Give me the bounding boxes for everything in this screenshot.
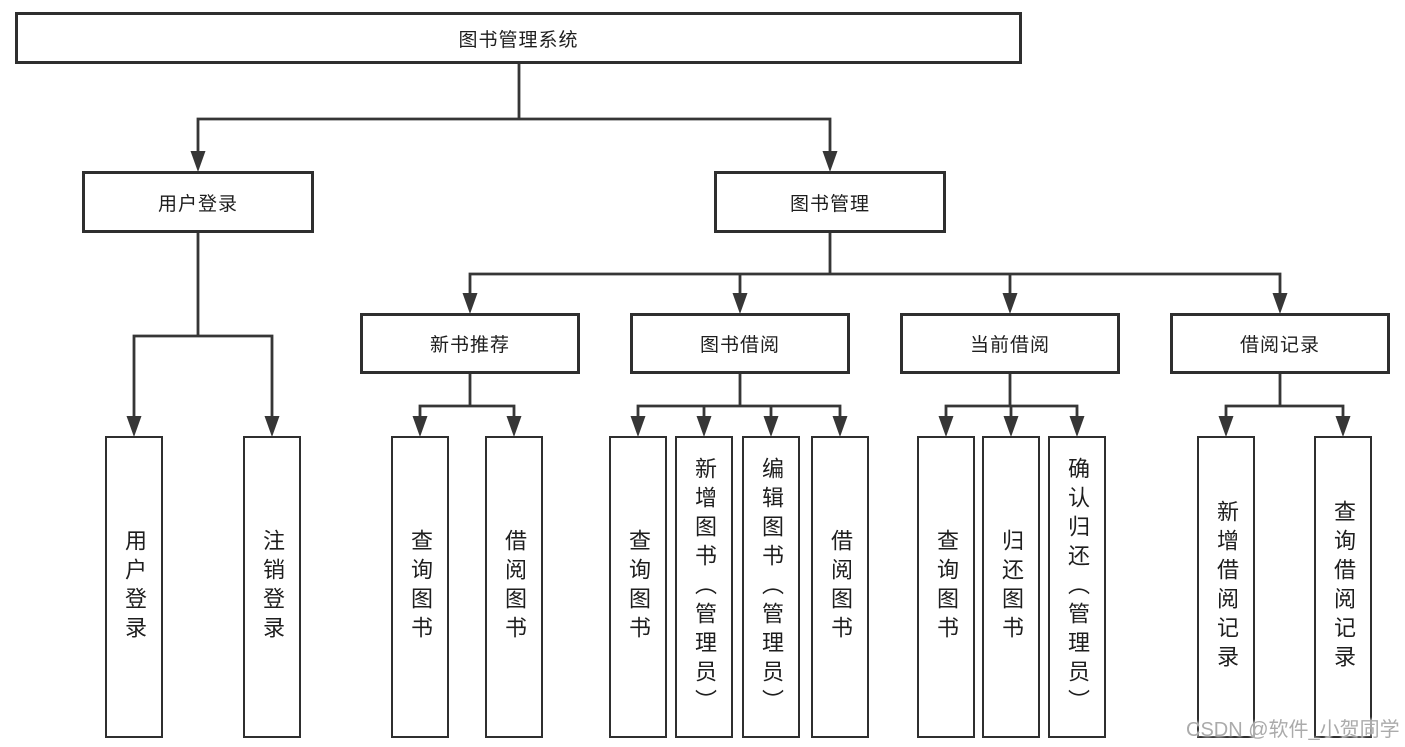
leaf-add-book-admin: 新增图书（管理员） [675, 436, 733, 738]
node-library-system: 图书管理系统 [15, 12, 1022, 64]
node-label: 用户登录 [157, 193, 238, 215]
leaf-query-books-current: 查询图书 [917, 436, 975, 738]
leaf-edit-book-admin: 编辑图书（管理员） [742, 436, 800, 738]
leaf-query-books-borrowing: 查询图书 [609, 436, 667, 738]
node-book-borrowing: 图书借阅 [630, 313, 850, 374]
node-label: 图书借阅 [699, 335, 780, 356]
leaf-logout: 注销登录 [243, 436, 301, 738]
watermark: CSDN @软件_小贺同学 [1186, 719, 1400, 741]
leaf-confirm-return-admin: 确认归还（管理员） [1048, 436, 1106, 738]
leaf-user-login: 用户登录 [105, 436, 163, 738]
leaf-query-books-recommend: 查询图书 [391, 436, 449, 738]
leaf-label: 借阅图书 [502, 529, 527, 645]
node-borrowing-records: 借阅记录 [1170, 313, 1390, 374]
leaf-return-books: 归还图书 [982, 436, 1040, 738]
leaf-label: 查询图书 [626, 529, 651, 645]
node-book-management: 图书管理 [714, 171, 946, 233]
node-label: 当前借阅 [969, 335, 1050, 356]
node-current-borrowing: 当前借阅 [900, 313, 1120, 374]
leaf-label: 注销登录 [260, 529, 285, 645]
leaf-query-borrow-record: 查询借阅记录 [1314, 436, 1372, 738]
node-user-login: 用户登录 [82, 171, 314, 233]
node-label: 图书管理系统 [458, 29, 579, 51]
leaf-add-borrow-record: 新增借阅记录 [1197, 436, 1255, 738]
node-label: 图书管理 [789, 193, 870, 215]
leaf-label: 查询图书 [408, 529, 433, 645]
leaf-label: 借阅图书 [828, 529, 853, 645]
node-new-book-recommend: 新书推荐 [360, 313, 580, 374]
node-label: 借阅记录 [1239, 335, 1320, 356]
leaf-label: 新增借阅记录 [1214, 500, 1239, 674]
leaf-borrow-books-recommend: 借阅图书 [485, 436, 543, 738]
leaf-label: 查询借阅记录 [1331, 500, 1356, 674]
leaf-label: 编辑图书（管理员） [759, 456, 784, 718]
node-label: 新书推荐 [429, 335, 510, 356]
leaf-label: 用户登录 [122, 529, 147, 645]
leaf-label: 归还图书 [999, 529, 1024, 645]
leaf-borrow-books-borrowing: 借阅图书 [811, 436, 869, 738]
leaf-label: 新增图书（管理员） [692, 456, 717, 718]
leaf-label: 确认归还（管理员） [1065, 456, 1090, 718]
leaf-label: 查询图书 [934, 529, 959, 645]
